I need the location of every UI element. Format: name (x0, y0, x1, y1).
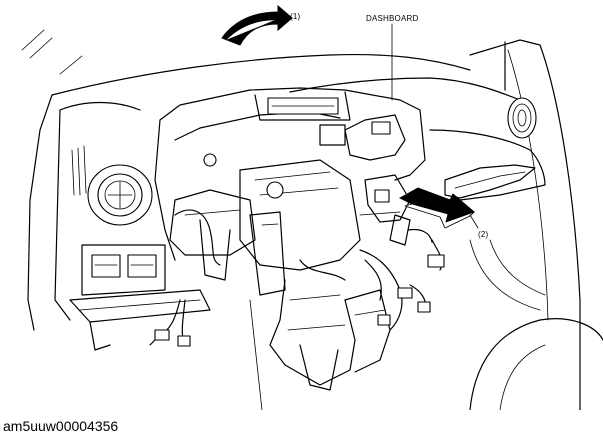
step-2-label: (2) (478, 230, 489, 239)
center-console-column (269, 279, 391, 391)
left-vent-slats (71, 145, 87, 196)
step-1-arrow (221, 4, 293, 46)
dashboard-body (154, 87, 426, 296)
left-lower-switch-panel (81, 244, 166, 296)
right-air-vent (507, 97, 537, 139)
left-air-vent (87, 164, 153, 226)
wire-harness (149, 209, 445, 347)
step-1-label: (1) (290, 12, 301, 21)
dashboard-label: DASHBOARD (366, 14, 419, 23)
document-id: am5uuw00004356 (3, 418, 119, 434)
step-2-arrow (398, 187, 475, 229)
right-panel-lower (444, 164, 536, 199)
connector-block (359, 174, 433, 246)
windshield-hatching (21, 29, 83, 75)
right-door-area (469, 39, 581, 410)
dash-top-edge (51, 53, 471, 96)
dashboard-removal-diagram (21, 4, 603, 410)
seat-outline (469, 318, 603, 410)
